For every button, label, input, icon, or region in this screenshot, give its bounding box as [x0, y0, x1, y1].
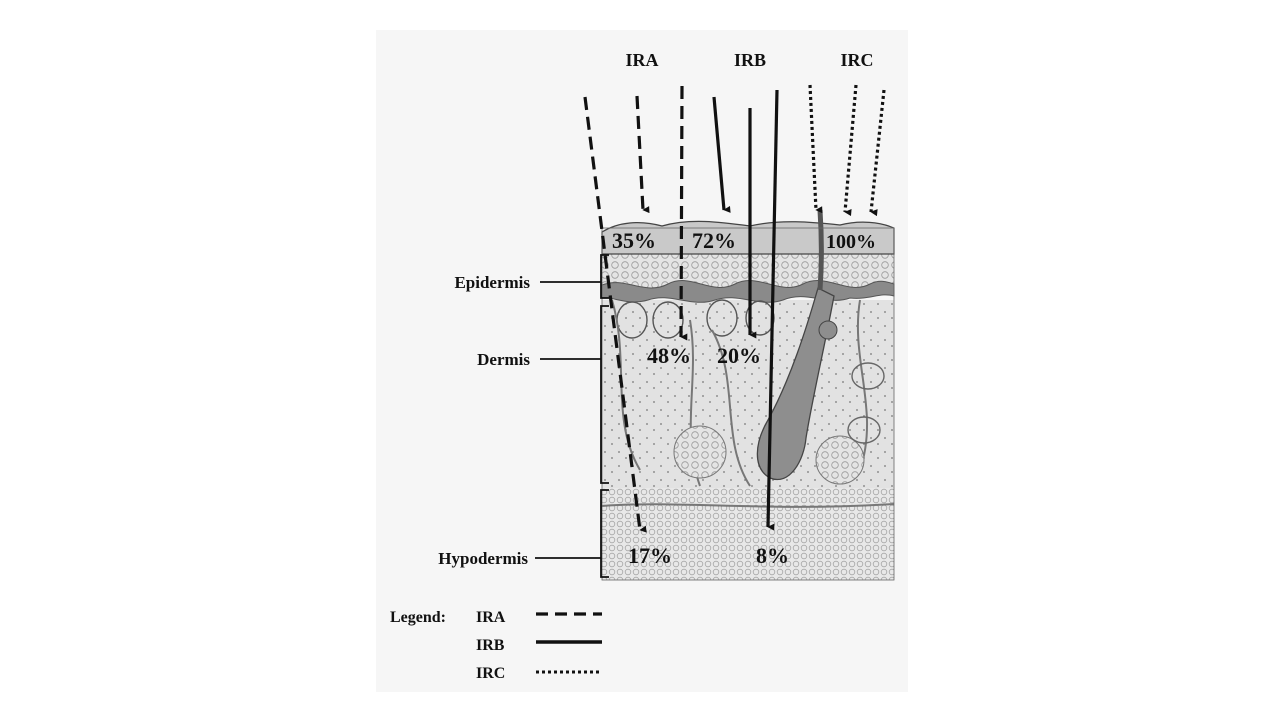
ira-arrows — [583, 85, 688, 533]
hair-shaft — [817, 209, 824, 291]
value-irc-surface: 100% — [826, 231, 876, 253]
legend: Legend: IRA IRB IRC — [390, 609, 602, 682]
legend-label-ira: IRA — [476, 609, 506, 626]
heading-ira: IRA — [625, 50, 658, 70]
skin-illustration — [601, 209, 895, 581]
irb-arrows — [712, 89, 779, 531]
legend-label-irc: IRC — [476, 665, 505, 682]
ira-arrow-dermis — [679, 85, 688, 341]
penetration-values: 35% 72% 100% 48% 20% 17% 8% — [612, 228, 876, 568]
irb-arrow-surface — [712, 96, 731, 213]
label-dermis: Dermis — [477, 350, 530, 369]
layer-brackets — [535, 254, 609, 578]
irc-arrow-3 — [869, 89, 886, 217]
value-ira-dermis: 48% — [647, 343, 691, 368]
legend-title: Legend: — [390, 609, 446, 626]
ira-arrow-hypodermis — [583, 96, 647, 533]
heading-irb: IRB — [734, 50, 766, 70]
value-irb-surface: 72% — [692, 228, 736, 253]
value-ira-hypodermis: 17% — [628, 543, 672, 568]
heading-irc: IRC — [840, 50, 873, 70]
value-ira-surface: 35% — [612, 228, 656, 253]
value-irb-hypodermis: 8% — [756, 543, 789, 568]
value-irb-dermis: 20% — [717, 343, 761, 368]
label-hypodermis: Hypodermis — [438, 549, 528, 568]
irc-arrow-1 — [808, 84, 823, 214]
label-epidermis: Epidermis — [454, 273, 530, 292]
irc-arrows — [808, 84, 886, 217]
irb-arrow-hypodermis — [766, 89, 779, 531]
legend-label-irb: IRB — [476, 637, 505, 654]
